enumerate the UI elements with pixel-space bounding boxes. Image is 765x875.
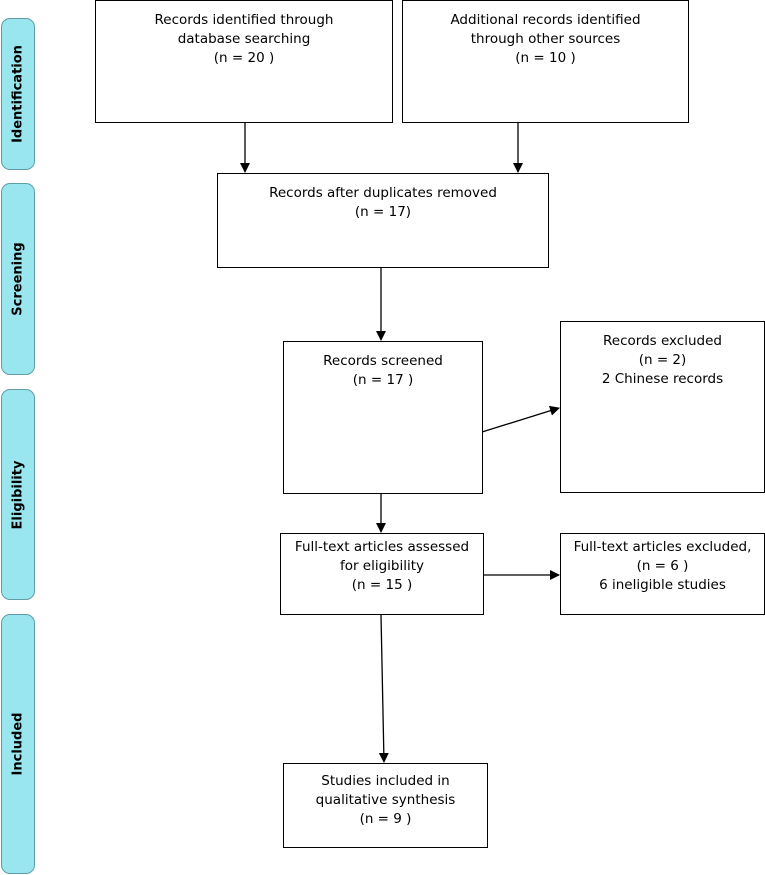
box-screened-count: (n = 17 ) bbox=[352, 372, 414, 388]
box-other-line1: Additional records identified bbox=[450, 12, 641, 28]
box-duplicates-count: (n = 17) bbox=[354, 204, 412, 220]
box-other-line2: through other sources bbox=[470, 31, 621, 47]
phase-included: Included bbox=[1, 614, 35, 874]
box-fulltext-excluded-count: (n = 6 ) bbox=[636, 558, 689, 574]
box-duplicates-line1: Records after duplicates removed bbox=[269, 185, 497, 201]
box-records-screened: Records screened (n = 17 ) bbox=[283, 341, 483, 494]
box-included-line1: Studies included in bbox=[321, 773, 450, 789]
phase-screening: Screening bbox=[1, 183, 35, 375]
box-other-sources: Additional records identified through ot… bbox=[402, 0, 689, 123]
box-screened-line1: Records screened bbox=[323, 353, 443, 369]
box-fulltext-assessed: Full-text articles assessed for eligibil… bbox=[280, 533, 484, 615]
box-database-records: Records identified through database sear… bbox=[95, 0, 393, 123]
box-records-excluded: Records excluded (n = 2) 2 Chinese recor… bbox=[560, 321, 765, 493]
box-excluded-count: (n = 2) bbox=[638, 352, 687, 368]
box-included-count: (n = 9 ) bbox=[359, 811, 412, 827]
box-fulltext-count: (n = 15 ) bbox=[351, 577, 413, 593]
box-database-line2: database searching bbox=[177, 31, 311, 47]
arrow-screened-to-excluded bbox=[481, 405, 560, 433]
box-fulltext-excluded: Full-text articles excluded, (n = 6 ) 6 … bbox=[560, 533, 765, 615]
box-fulltext-line1: Full-text articles assessed bbox=[294, 539, 470, 555]
box-excluded-line1: Records excluded bbox=[603, 333, 722, 349]
phase-eligibility: Eligibility bbox=[1, 389, 35, 600]
arrow-fulltext-to-included bbox=[378, 614, 389, 763]
box-other-count: (n = 10 ) bbox=[515, 50, 576, 66]
box-database-count: (n = 20 ) bbox=[213, 50, 275, 66]
box-duplicates-removed: Records after duplicates removed (n = 17… bbox=[217, 173, 549, 268]
phase-identification: Identification bbox=[1, 18, 35, 170]
box-fulltext-excluded-line1: Full-text articles excluded, bbox=[573, 539, 752, 555]
box-fulltext-line2: for eligibility bbox=[339, 558, 425, 574]
box-studies-included: Studies included in qualitative synthesi… bbox=[283, 763, 488, 848]
box-database-line1: Records identified through bbox=[154, 12, 334, 28]
box-excluded-reason: 2 Chinese records bbox=[601, 371, 724, 387]
box-included-line2: qualitative synthesis bbox=[315, 792, 456, 808]
box-fulltext-excluded-reason: 6 ineligible studies bbox=[599, 577, 726, 593]
